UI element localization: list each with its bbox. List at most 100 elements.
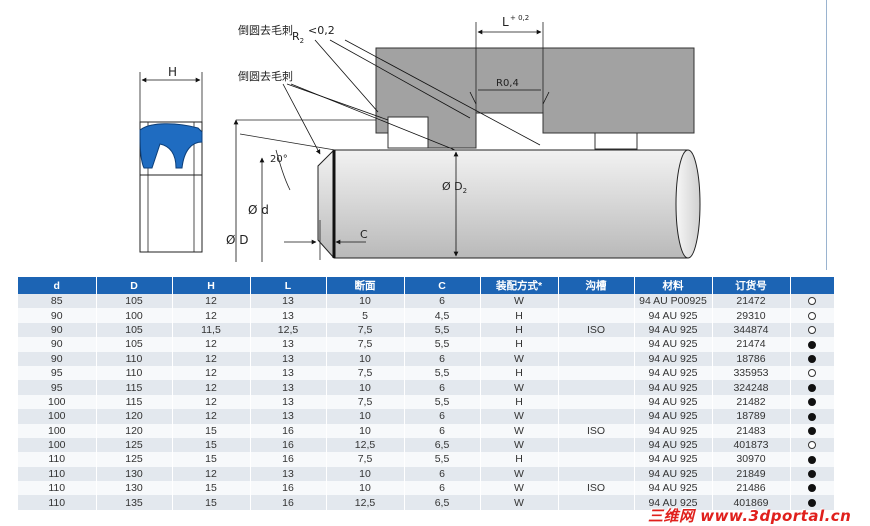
table-cell: 90 (18, 308, 97, 323)
table-cell: 115 (96, 380, 173, 395)
table-cell: 94 AU 925 (634, 437, 713, 453)
table-cell: 5,5 (404, 365, 481, 381)
table-cell: 7,5 (326, 452, 405, 467)
callout-r2: R2 (292, 30, 304, 45)
table-cell: 94 AU 925 (634, 423, 713, 438)
table-cell: 130 (96, 466, 173, 482)
table-cell: 13 (250, 365, 327, 381)
table-cell: W (480, 495, 559, 510)
table-cell: 29310 (712, 308, 791, 323)
table-cell: 100 (18, 409, 97, 424)
col-header-section: 断面 (326, 277, 405, 294)
availability-cell (790, 423, 835, 438)
table-cell (558, 409, 635, 424)
dim-L: L (502, 15, 509, 29)
table-cell (558, 365, 635, 381)
availability-cell (790, 380, 835, 395)
table-cell: 13 (250, 466, 327, 482)
filled-circle-icon (808, 412, 816, 421)
table-cell: 10 (326, 466, 405, 482)
col-header-groove: 沟槽 (558, 277, 635, 294)
table-cell: 94 AU 925 (634, 322, 713, 338)
table-cell: 110 (18, 452, 97, 467)
col-header-availability (790, 277, 835, 294)
table-cell: 16 (250, 423, 327, 438)
table-cell: 94 AU 925 (634, 481, 713, 496)
dim-d: Ø d (248, 203, 269, 217)
table-cell: 16 (250, 437, 327, 453)
table-cell: 30970 (712, 452, 791, 467)
table-cell: 401873 (712, 437, 791, 453)
table-cell: 16 (250, 481, 327, 496)
table-cell: 110 (18, 481, 97, 496)
table-cell: 100 (18, 437, 97, 453)
table-cell: 94 AU 925 (634, 337, 713, 352)
housing-relief (594, 132, 638, 150)
col-header-L: L (250, 277, 327, 294)
seal-profile (139, 121, 203, 253)
table-cell: 94 AU 925 (634, 380, 713, 395)
table-cell (558, 452, 635, 467)
table-cell: ISO (558, 322, 635, 338)
table-cell: H (480, 308, 559, 323)
table-cell: 13 (250, 308, 327, 323)
filled-circle-icon (808, 484, 816, 493)
table-cell: 6 (404, 409, 481, 424)
table-cell: 100 (96, 308, 173, 323)
table-cell: 7,5 (326, 365, 405, 381)
table-cell: 6,5 (404, 437, 481, 453)
table-cell: 90 (18, 351, 97, 366)
table-cell: W (480, 351, 559, 366)
table-cell: 94 AU 925 (634, 409, 713, 424)
dim-H: H (168, 65, 177, 79)
table-cell: 95 (18, 380, 97, 395)
table-cell: 13 (250, 409, 327, 424)
table-cell: 94 AU 925 (634, 466, 713, 482)
table-header-row: d D H L 断面 C 装配方式* 沟槽 材料 订货号 (18, 277, 835, 294)
table-cell: 12 (172, 380, 251, 395)
table-cell: 12,5 (250, 322, 327, 338)
table-cell: 21472 (712, 294, 791, 309)
table-cell: 4,5 (404, 308, 481, 323)
table-cell: 21483 (712, 423, 791, 438)
table-cell: 100 (18, 423, 97, 438)
table-cell: W (480, 423, 559, 438)
availability-cell (790, 437, 835, 453)
table-cell: 7,5 (326, 394, 405, 410)
availability-cell (790, 337, 835, 352)
table-cell: W (480, 380, 559, 395)
table-cell: 94 AU 925 (634, 394, 713, 410)
table-cell: 401869 (712, 495, 791, 510)
table-cell: 12 (172, 466, 251, 482)
seal-technical-drawing: H L + 0,2 R0,4 倒圆去毛刺 R2 <0,2 倒圆去毛刺 20° Ø… (139, 14, 701, 262)
col-header-d: d (18, 277, 97, 294)
filled-circle-icon (808, 383, 816, 392)
housing-groove (387, 116, 429, 149)
table-cell: 12 (172, 351, 251, 366)
dim-angle: 20° (270, 154, 288, 165)
table-cell (558, 294, 635, 309)
table-cell: 15 (172, 437, 251, 453)
open-circle-icon (808, 441, 816, 450)
table-cell: 12,5 (326, 437, 405, 453)
watermark: 三维网 www.3dportal.cn (648, 507, 852, 525)
table-cell: 21482 (712, 394, 791, 410)
table-cell: 18786 (712, 351, 791, 366)
table-cell: 105 (96, 322, 173, 338)
table-cell: H (480, 337, 559, 352)
table-cell: 110 (96, 351, 173, 366)
table-cell: 12 (172, 409, 251, 424)
availability-cell (790, 409, 835, 424)
table-cell: 105 (96, 294, 173, 309)
filled-circle-icon (808, 340, 816, 349)
callout-r2-value: <0,2 (308, 24, 335, 37)
availability-cell (790, 308, 835, 323)
table-cell: 10 (326, 380, 405, 395)
table-cell: ISO (558, 481, 635, 496)
open-circle-icon (808, 369, 816, 378)
